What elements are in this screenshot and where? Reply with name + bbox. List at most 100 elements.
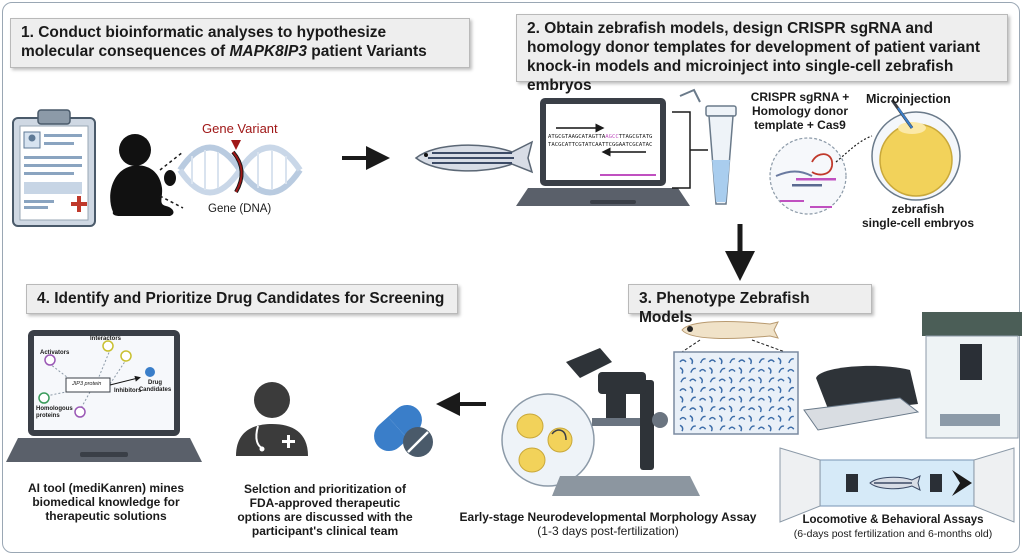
net-protein: JIP3 protein — [72, 381, 102, 387]
sequence-top-b: AGCC — [605, 134, 619, 140]
sel-line3: options are discussed with the — [237, 510, 413, 524]
crispr-label: CRISPR sgRNA + Homology donor template +… — [744, 90, 856, 132]
laptop-network-icon — [6, 330, 202, 462]
loco-line1: Locomotive & Behavioral Assays — [802, 514, 984, 526]
larva-well-mark — [699, 358, 706, 364]
larva-well-mark — [787, 397, 795, 401]
larva-well-mark — [738, 395, 743, 403]
zebrafish-line1: zebrafish — [891, 202, 945, 216]
larva-well-mark — [748, 386, 752, 394]
zebrafish-embryos-label: zebrafish single-cell embryos — [858, 202, 978, 230]
larva-well-mark — [748, 378, 756, 382]
larva-well-mark — [738, 388, 746, 392]
net-drug1: Drug — [148, 380, 162, 386]
larva-well-mark — [758, 405, 762, 413]
larva-well-mark — [709, 366, 713, 374]
larva-well-mark — [757, 426, 765, 430]
larva-well-mark — [699, 415, 706, 421]
larva-well-mark — [748, 357, 752, 365]
pill-icon — [374, 404, 433, 457]
behavior-chamber-icon — [922, 312, 1022, 439]
larva-well-mark — [728, 405, 733, 413]
larva-well-mark — [778, 367, 785, 373]
larva-well-mark — [709, 377, 716, 383]
sequence-bottom-line: TACGCATTCGTATCAATTCGGAATCGCATAC — [548, 142, 653, 148]
larva-well-mark — [718, 386, 723, 394]
sequence-top-line: ATGCGTAAGCATAGTTAAGCCTTAGCGTATG — [548, 134, 652, 141]
early-line1: Early-stage Neurodevelopmental Morpholog… — [459, 510, 757, 524]
larva-well-mark — [787, 405, 792, 413]
loco-line2: (6-days post fertilization and 6-months … — [793, 528, 993, 540]
larva-well-mark — [767, 388, 775, 392]
selection-label: Selction and prioritization of FDA-appro… — [218, 482, 432, 538]
adult-zebrafish-icon — [414, 140, 534, 174]
larva-well-mark — [679, 416, 687, 421]
sequence-top-a: ATGCGTAAGCATAGTTA — [548, 134, 606, 140]
larva-well-mark — [758, 415, 765, 421]
doctor-icon — [236, 382, 308, 456]
larva-well-mark — [787, 376, 792, 384]
larva-well-mark — [729, 415, 736, 421]
variant-marker-icon — [231, 140, 241, 150]
ai-line3: therapeutic solutions — [45, 509, 167, 523]
larva-well-mark — [708, 359, 716, 363]
larva-well-mark — [748, 407, 756, 411]
larva-well-mark — [699, 397, 707, 401]
sel-line2: FDA-approved therapeutic — [249, 496, 401, 510]
larva-well-mark — [718, 357, 723, 365]
larva-well-mark — [787, 368, 795, 373]
crispr-line2: Homology donor — [752, 104, 848, 118]
larva-well-mark — [699, 426, 707, 430]
larva-well-mark — [738, 359, 746, 363]
larva-well-mark — [777, 357, 782, 365]
larva-well-mark — [728, 376, 733, 384]
microscope-icon — [552, 348, 700, 496]
larva-well-mark — [757, 397, 765, 401]
larva-well-mark — [699, 376, 703, 384]
net-drug2: Candidates — [138, 387, 172, 393]
larva-well-mark — [728, 426, 736, 430]
larva-well-mark — [689, 357, 694, 365]
larva-well-mark — [788, 415, 795, 421]
larva-icon — [681, 321, 779, 339]
larva-well-mark — [738, 416, 746, 421]
larva-well-mark — [679, 395, 684, 403]
step2-box: 2. Obtain zebrafish models, design CRISP… — [516, 14, 1008, 94]
larva-well-mark — [680, 377, 687, 383]
ai-line2: biomedical knowledge for — [32, 495, 180, 509]
larva-well-mark — [778, 396, 785, 402]
larva-well-mark — [708, 388, 716, 392]
tube-icon — [679, 88, 737, 205]
sel-line1: Selction and prioritization of — [244, 482, 406, 496]
step1-gene: MAPK8IP3 — [229, 43, 307, 60]
locomotive-assay-label: Locomotive & Behavioral Assays (6-days p… — [770, 513, 1016, 541]
ai-tool-label: AI tool (mediKanren) mines biomedical kn… — [6, 481, 206, 523]
larva-well-mark — [777, 386, 782, 394]
sequence-top-c: TTAGCGTATG — [618, 134, 653, 140]
early-line2: (1-3 days post-fertilization) — [537, 524, 679, 538]
net-activators: Activators — [40, 350, 70, 356]
larva-well-mark — [758, 376, 762, 384]
larva-well-mark — [690, 367, 697, 373]
microinjection-label: Microinjection — [866, 92, 951, 106]
larva-well-mark — [748, 367, 755, 373]
net-drug: Drug Candidates — [138, 380, 172, 394]
step1-prefix: 1. Conduct bioinformatic analyses to hyp… — [21, 24, 387, 60]
larva-well-mark — [777, 414, 782, 422]
larva-well-mark — [768, 377, 775, 383]
larva-well-mark — [689, 407, 697, 411]
larva-well-mark — [748, 396, 755, 402]
clipboard-icon — [12, 109, 96, 227]
zebrafish-line2: single-cell embryos — [861, 216, 975, 230]
net-interactors: Interactors — [90, 336, 122, 342]
larva-well-mark — [709, 406, 716, 412]
embryo-icon — [871, 99, 961, 201]
larva-well-mark — [689, 378, 697, 382]
larva-well-mark — [777, 378, 785, 382]
larva-well-mark — [758, 386, 765, 393]
larva-well-mark — [729, 386, 736, 393]
gene-dna-label: Gene (DNA) — [208, 203, 272, 215]
larva-well-mark — [728, 397, 736, 401]
